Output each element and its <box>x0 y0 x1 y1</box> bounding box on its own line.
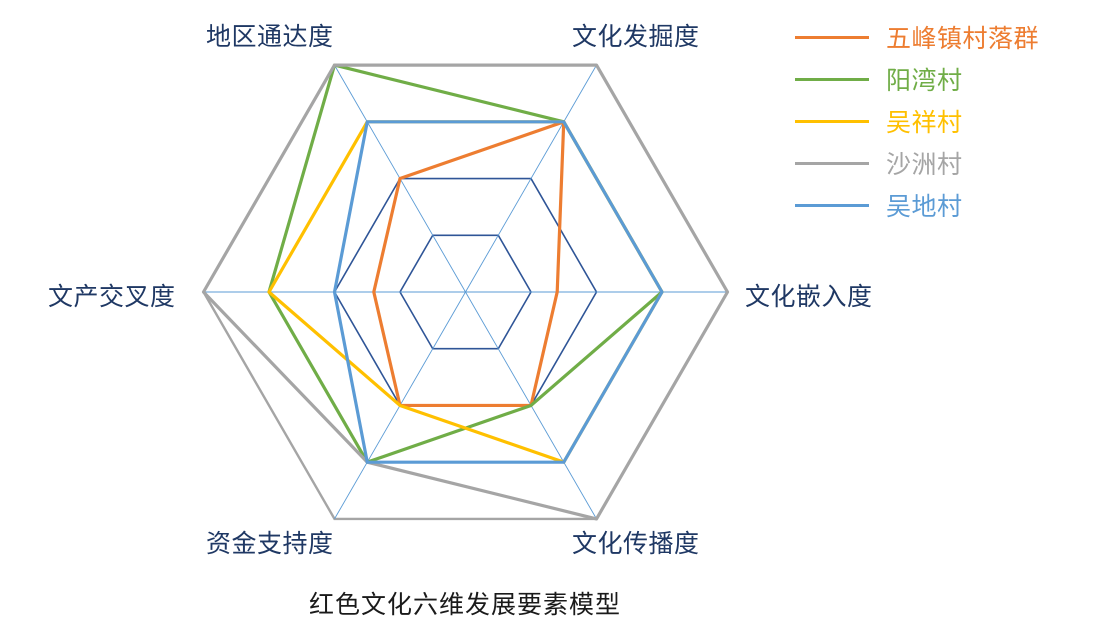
series-polylines <box>201 63 730 521</box>
axis-label-地区通达度: 地区通达度 <box>206 24 334 51</box>
axis-label-文化嵌入度: 文化嵌入度 <box>745 284 873 311</box>
legend-item-label: 五峰镇村落群 <box>886 26 1040 53</box>
chart-legend: 五峰镇村落群阳湾村吴祥村沙洲村吴地村 <box>795 16 1095 226</box>
legend-item-label: 吴地村 <box>886 194 963 221</box>
legend-swatch-icon <box>795 119 869 123</box>
legend-item-沙洲村[interactable]: 沙洲村 <box>795 142 1095 184</box>
grid-spokes <box>203 64 728 520</box>
chart-title: 红色文化六维发展要素模型 <box>308 592 621 619</box>
series-line-五峰镇村落群 <box>372 120 566 408</box>
axis-spoke-文化发掘度 <box>465 64 597 293</box>
legend-item-五峰镇村落群[interactable]: 五峰镇村落群 <box>795 16 1095 58</box>
axis-label-文化传播度: 文化传播度 <box>572 531 700 558</box>
legend-item-label: 阳湾村 <box>886 68 963 95</box>
legend-item-label: 沙洲村 <box>886 152 963 179</box>
legend-swatch-icon <box>795 161 869 165</box>
axis-label-文产交叉度: 文产交叉度 <box>48 284 176 311</box>
series-line-阳湾村 <box>267 63 664 464</box>
axis-label-文化发掘度: 文化发掘度 <box>572 24 700 51</box>
legend-swatch-icon <box>795 203 869 207</box>
series-line-吴地村 <box>332 120 664 464</box>
legend-item-吴祥村[interactable]: 吴祥村 <box>795 100 1095 142</box>
legend-item-阳湾村[interactable]: 阳湾村 <box>795 58 1095 100</box>
axis-label-资金支持度: 资金支持度 <box>206 531 334 558</box>
legend-swatch-icon <box>795 35 869 39</box>
legend-swatch-icon <box>795 77 869 81</box>
legend-item-吴地村[interactable]: 吴地村 <box>795 184 1095 226</box>
legend-item-label: 吴祥村 <box>886 110 963 137</box>
